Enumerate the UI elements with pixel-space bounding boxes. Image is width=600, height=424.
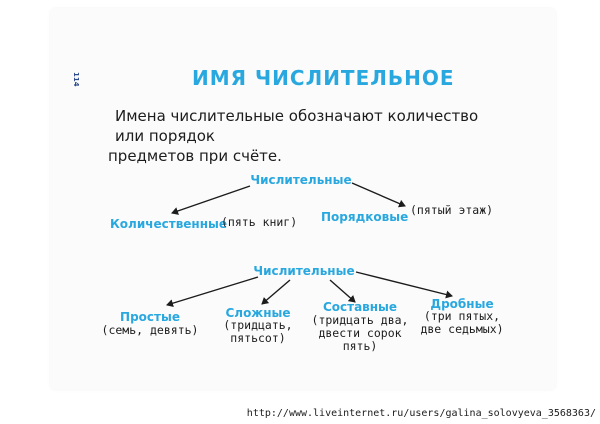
page-title: ИМЯ ЧИСЛИТЕЛЬНОЕ [192,66,455,90]
note-kolichestvennye: (пять книг) [221,215,298,229]
arrow-root2-to-slozhnye [261,279,291,305]
page-number-mark: 114 [72,72,80,87]
diagram1-root: Числительные [250,173,352,187]
note-prostye: (семь, девять) [102,324,199,337]
note-slozhnye-line: пятьсот) [230,331,286,345]
content-card [50,8,556,390]
note-sostavnye-line: двести сорок [318,326,402,340]
intro-line-1: Имена числительные обозначают количество… [115,107,479,145]
note-sostavnye-line: пять) [342,339,378,353]
arrow-root2-to-drobnye [355,271,453,299]
node-sostavnye: Составные [322,300,398,314]
note-sostavnye-line: (тридцать два, [311,313,409,327]
note-drobnye-line: (три пятых, [423,309,501,323]
node-kolichestvennye: Количественные [110,217,227,231]
node-prostye: Простые [120,310,180,324]
note-drobnye: (три пятых, две седьмых) [420,310,503,336]
node-poryadkovye: Порядковые [321,210,409,224]
note-sostavnye: (тридцать два, двести сорок пять) [312,314,409,353]
note-poryadkovye: (пятый этаж) [410,203,494,217]
arrow-root1-to-kolichestvennye [171,185,251,215]
node-drobnye: Дробные [430,297,494,311]
note-slozhnye: (тридцать, пятьсот) [223,319,292,345]
arrow-root2-to-sostavnye [329,279,356,303]
node-slozhnye: Сложные [225,306,291,320]
intro-line-2: предметов при счёте. [108,147,282,165]
note-drobnye-line: две седьмых) [420,322,504,336]
arrow-root2-to-prostye [166,276,259,308]
diagram2-root: Числительные [253,264,355,278]
note-prostye-line: (семь, девять) [101,323,199,337]
intro-text: Имена числительные обозначают количество… [108,106,508,166]
note-slozhnye-line: (тридцать, [223,318,293,332]
arrow-root1-to-poryadkovye [351,182,406,208]
source-url: http://www.liveinternet.ru/users/galina_… [246,408,596,419]
